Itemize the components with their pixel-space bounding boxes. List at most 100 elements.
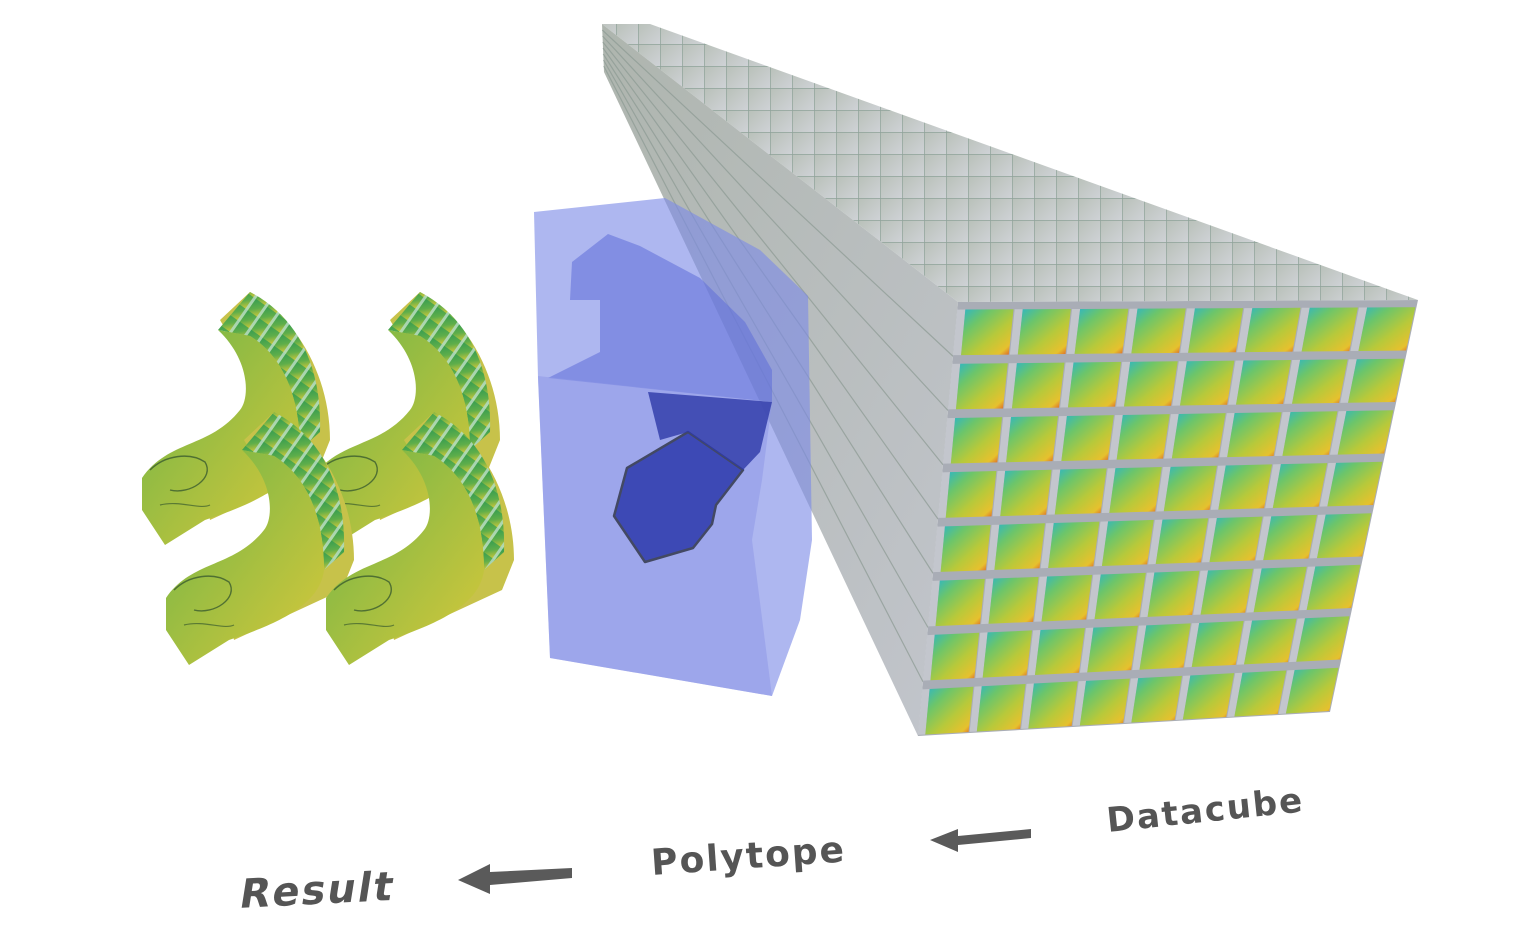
datacube-cell-side (1236, 620, 1253, 665)
datacube-cell (1244, 307, 1301, 353)
datacube-cell (1109, 467, 1162, 513)
datacube-cell-side (1066, 308, 1081, 354)
datacube-cell-side (1047, 469, 1061, 515)
datacube-cell-side (1278, 670, 1295, 714)
datacube-cell-side (1034, 576, 1048, 622)
datacube-cell (1171, 413, 1226, 459)
datacube-cell (940, 524, 991, 572)
datacube-cell (1147, 570, 1200, 617)
datacube-cell (982, 630, 1033, 678)
label-polytope: Polytope (650, 829, 847, 884)
datacube-cell (1017, 309, 1071, 355)
datacube-cell (1123, 361, 1178, 407)
datacube-cell-side (1340, 359, 1357, 403)
datacube-cell-side (1184, 622, 1200, 668)
datacube-cell-side (1079, 627, 1094, 673)
datacube-cell-side (1009, 309, 1023, 355)
datacube-cell (1079, 678, 1130, 726)
datacube-cell (1296, 616, 1350, 662)
datacube-cell (1253, 566, 1307, 613)
datacube-cell-side (1060, 362, 1074, 408)
datacube-cell (1131, 675, 1182, 723)
datacube-cell-side (1236, 308, 1253, 353)
datacube-cell-side (992, 470, 1006, 517)
datacube-cell (1244, 618, 1297, 665)
datacube-cell (1200, 568, 1254, 615)
datacube-cell-side (943, 417, 956, 464)
result-contour (319, 455, 378, 492)
datacube-cell (1116, 414, 1170, 460)
datacube-cell (1348, 358, 1405, 403)
polytope-cross-section (612, 430, 745, 564)
datacube-cell (1327, 461, 1383, 507)
datacube-cell-side (1040, 523, 1054, 569)
datacube-cell (1006, 416, 1058, 463)
datacube-layer-line (602, 35, 949, 411)
datacube-cell (925, 686, 974, 735)
datacube-cell-side (1210, 465, 1226, 510)
datacube-cell (1061, 415, 1114, 461)
datacube-cell (1188, 308, 1244, 353)
datacube-cell-side (969, 686, 982, 732)
result-contour (183, 622, 235, 628)
datacube-cell-side (1319, 462, 1337, 507)
datacube-cell (1054, 468, 1107, 515)
datacube-cell-side (1156, 466, 1171, 512)
datacube-cell (1358, 307, 1416, 351)
datacube-cell (1131, 308, 1186, 354)
datacube-cell-side (933, 526, 945, 573)
datacube-cell-side (928, 580, 940, 627)
datacube-cell-side (1021, 683, 1034, 729)
datacube-cell-side (938, 472, 951, 518)
datacube-cell-side (981, 578, 994, 625)
datacube-cell-side (1094, 521, 1109, 567)
datacube-cell-side (1172, 361, 1187, 406)
datacube-cell-side (948, 363, 961, 410)
result-contour (333, 575, 392, 612)
datacube-cell (1048, 521, 1100, 568)
datacube-cell (994, 523, 1046, 570)
datacube-cell (1306, 564, 1361, 610)
polytope-shape (534, 198, 812, 696)
datacube-cell (1292, 359, 1348, 404)
datacube-cell (1301, 307, 1358, 352)
result-contour (149, 455, 208, 492)
datacube-cell (1218, 464, 1273, 510)
result-shape-top (388, 292, 491, 450)
datacube-cell (955, 363, 1008, 410)
datacube-cell (961, 309, 1014, 356)
datacube-cell (1041, 574, 1093, 622)
datacube-cell-side (1164, 414, 1179, 459)
datacube-cell-side (1329, 411, 1347, 455)
datacube-cell (1067, 361, 1122, 408)
result-contour (343, 622, 395, 628)
result-shape-top (242, 412, 345, 570)
datacube-cell-side (1274, 412, 1291, 457)
datacube-cell (1182, 673, 1235, 720)
datacube-cell (1209, 516, 1263, 563)
datacube-layer-line (601, 29, 954, 357)
arrow-polytope-to-result (458, 864, 572, 894)
datacube-cell-side (986, 524, 1000, 571)
label-datacube: Datacube (1105, 780, 1306, 840)
polytope-dark-top (648, 392, 772, 470)
datacube-cell-side (1175, 675, 1191, 720)
datacube-cell (1263, 514, 1317, 561)
datacube-cell (1163, 465, 1217, 512)
datacube-cell-side (1087, 574, 1101, 620)
datacube-cell-side (1299, 566, 1316, 611)
datacube-cell (1011, 362, 1065, 409)
datacube-cell (1000, 469, 1052, 517)
datacube-cell-side (1027, 630, 1041, 676)
result-shapes (142, 292, 514, 665)
datacube-layer-line (602, 41, 944, 466)
datacube-cell (1034, 628, 1085, 675)
result-shape (326, 412, 514, 665)
datacube-cell-side (1124, 678, 1139, 723)
datacube-cell-side (1284, 359, 1301, 404)
datacube-cell-side (1132, 625, 1147, 671)
polytope-inner-surface (548, 234, 772, 402)
datacube-cell (1191, 620, 1244, 668)
datacube-cell-side (953, 309, 966, 356)
